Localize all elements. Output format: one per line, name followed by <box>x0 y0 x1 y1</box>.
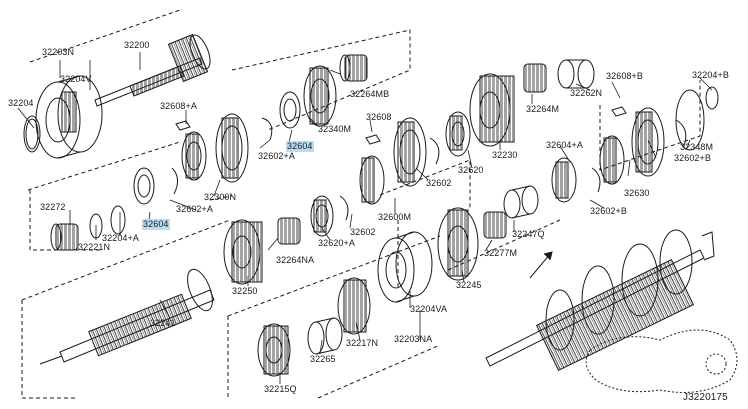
assembled-gear-train <box>485 229 715 372</box>
label-32300n: 32300N <box>204 192 237 202</box>
hub-32620 <box>445 111 471 157</box>
label-32264na: 32264NA <box>276 255 315 265</box>
group-frame-lines <box>21 9 701 399</box>
bush-32247q <box>503 185 539 219</box>
label-32217n: 32217N <box>346 338 379 348</box>
label-32204: 32204 <box>8 98 34 108</box>
label-32602a-2: 32602+A <box>176 204 213 214</box>
label-32265: 32265 <box>310 354 336 364</box>
label-32230: 32230 <box>492 150 518 160</box>
label-32203na: 32203NA <box>394 334 433 344</box>
housing-outline <box>585 329 738 393</box>
needle-bearing-32277m <box>483 211 507 239</box>
snap-ring-32204 <box>23 115 41 153</box>
clip-32608a <box>175 120 191 131</box>
bearing-32203n <box>35 75 103 159</box>
label-32264mb: 32264MB <box>350 89 390 99</box>
label-32602-2: 32602 <box>426 178 452 188</box>
label-32272: 32272 <box>40 202 66 212</box>
bearing-32272 <box>50 205 126 251</box>
label-32602-1: 32602 <box>350 227 376 237</box>
gear-32250 <box>223 219 263 285</box>
label-32604-highlighted-2: 32604 <box>142 219 170 230</box>
snap-ring-32204b <box>705 86 719 110</box>
label-32620a: 32620+A <box>318 238 355 248</box>
label-32602a-1: 32602+A <box>258 151 295 161</box>
label-32245: 32245 <box>456 280 482 290</box>
clip-32608 <box>365 134 381 145</box>
hub-32620a <box>310 195 334 237</box>
label-32204v: 32204V <box>60 74 92 84</box>
label-32602b-1: 32602+B <box>674 153 711 163</box>
needle-bearing-32264mb <box>339 54 368 82</box>
bush-32265 <box>307 317 343 355</box>
clip-32608b <box>611 106 627 117</box>
synchro-32600m <box>339 117 440 221</box>
label-32200: 32200 <box>124 40 150 50</box>
gear-32215q <box>257 323 291 377</box>
label-32340m: 32340M <box>318 124 352 134</box>
label-32264m: 32264M <box>526 104 560 114</box>
ring-32604-1 <box>279 91 301 129</box>
label-32215q: 32215Q <box>264 384 297 394</box>
synchro-32630 <box>551 89 705 203</box>
needle-bearing-32264na <box>277 217 301 245</box>
gear-32217n <box>337 277 371 335</box>
bearing-32203na <box>377 231 433 303</box>
spring-32602a-1 <box>261 117 273 141</box>
label-32604a: 32604+A <box>546 140 583 150</box>
gear-32230 <box>469 73 515 147</box>
bush-32262n <box>557 59 595 89</box>
synchro-32300n <box>181 113 249 183</box>
gear-32245 <box>437 207 479 281</box>
label-32602b-2: 32602+B <box>590 206 627 216</box>
ring-32604-2 <box>133 167 155 205</box>
label-32262n: 32262N <box>570 88 603 98</box>
label-32204va: 32204VA <box>410 304 448 314</box>
label-32604-highlighted-1: 32604 <box>286 141 314 152</box>
label-32250: 32250 <box>232 286 258 296</box>
label-32600m: 32600M <box>378 212 412 222</box>
label-32348m: 32348M <box>680 142 714 152</box>
label-32204b: 32204+B <box>692 70 729 80</box>
mainshaft-32241 <box>39 268 215 365</box>
label-32608: 32608 <box>366 112 392 122</box>
label-32247q: 32247Q <box>512 229 545 239</box>
label-32630: 32630 <box>624 188 650 198</box>
label-32204a: 32204+A <box>102 233 139 243</box>
spring-32602a-2 <box>171 167 178 195</box>
label-32221n: 32221N <box>78 242 111 252</box>
label-32203n: 32203N <box>42 47 75 57</box>
label-32608b: 32608+B <box>606 71 643 81</box>
needle-bearing-32264m <box>523 63 547 93</box>
label-32277m: 32277M <box>484 248 518 258</box>
gear-32340m <box>303 65 337 127</box>
label-32241: 32241 <box>150 318 176 328</box>
pinion-shaft-32200 <box>94 33 211 107</box>
label-32608a: 32608+A <box>160 101 197 111</box>
label-32620: 32620 <box>458 165 484 175</box>
direction-arrow <box>529 253 551 279</box>
drawing-id: J3220175 <box>683 392 728 403</box>
